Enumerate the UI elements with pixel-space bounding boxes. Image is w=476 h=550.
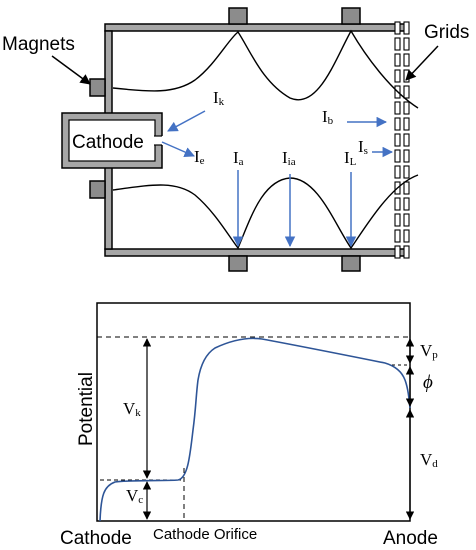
field-line-upper	[112, 29, 419, 109]
grid-slat-accel-8	[403, 149, 410, 163]
cathode-inner	[68, 119, 156, 162]
y-axis-label: Potential	[76, 372, 97, 446]
magnet-top-1	[228, 7, 248, 25]
magnet-bottom-2	[341, 255, 361, 272]
potential-curve	[99, 337, 411, 522]
magnet-top-2	[341, 7, 361, 25]
grid-slat-screen-5	[394, 101, 401, 115]
x-label-anode: Anode	[383, 528, 438, 549]
grid-slat-screen-13	[394, 229, 401, 243]
label-iia: Iia	[282, 148, 296, 168]
grids-pointer	[405, 45, 439, 81]
grid-slat-screen-9	[394, 165, 401, 179]
grid-slat-screen-3	[394, 69, 401, 83]
grid-slat-accel-10	[403, 181, 410, 195]
magnet-bottom-1	[228, 255, 248, 272]
label-ie: Ie	[194, 147, 205, 167]
grid-slat-accel-12	[403, 213, 410, 227]
grid-slat-screen-1	[394, 37, 401, 51]
left-wall-lower	[104, 166, 113, 250]
arrow-ik	[167, 110, 206, 132]
grid-slat-screen-0	[394, 21, 401, 35]
potential-plot: Vk Vc Vp ϕ Vd Potential Cathode Cathode …	[60, 302, 438, 549]
x-label-cathode: Cathode	[60, 528, 132, 549]
x-label-orifice: Cathode Orifice	[153, 526, 257, 543]
grid-slat-accel-6	[403, 117, 410, 131]
grid-slat-accel-14	[403, 245, 410, 259]
plot-frame	[96, 302, 411, 522]
thruster-chamber: Cathode Ik Ie Ia Iia IL Ib Is Magnets Gr…	[2, 7, 469, 272]
grid-slat-screen-8	[394, 149, 401, 163]
magnet-left-2	[89, 180, 106, 199]
grid-slat-screen-7	[394, 133, 401, 147]
label-is: Is	[358, 137, 368, 157]
grid-slat-screen-14	[394, 245, 401, 259]
grid-slat-accel-0	[403, 21, 410, 35]
arrow-ie	[161, 141, 195, 158]
label-vk: Vk	[123, 399, 141, 419]
label-ia: Ia	[233, 148, 244, 168]
grid-slat-accel-9	[403, 165, 410, 179]
label-il: IL	[344, 148, 357, 168]
label-ik: Ik	[213, 88, 225, 108]
bottom-wall	[104, 248, 406, 257]
grid-slat-screen-11	[394, 197, 401, 211]
label-phi: ϕ	[423, 372, 433, 393]
label-ib: Ib	[322, 107, 334, 127]
grid-slat-screen-12	[394, 213, 401, 227]
field-line-lower	[112, 174, 419, 250]
magnet-left-1	[89, 78, 106, 97]
magnets-label: Magnets	[2, 34, 75, 55]
top-wall	[104, 23, 406, 32]
grid-slat-accel-5	[403, 101, 410, 115]
grid-slat-screen-2	[394, 53, 401, 67]
grid-slat-accel-4	[403, 85, 410, 99]
grids	[394, 21, 410, 259]
cathode-label: Cathode	[72, 132, 144, 153]
grid-slat-accel-11	[403, 197, 410, 211]
grid-slat-accel-7	[403, 133, 410, 147]
grid-slat-accel-1	[403, 37, 410, 51]
grid-slat-accel-13	[403, 229, 410, 243]
grid-slat-accel-2	[403, 53, 410, 67]
label-vp: Vp	[420, 341, 438, 361]
cathode-orifice-gap	[154, 136, 164, 145]
label-vd: Vd	[420, 450, 438, 470]
magnets-pointer	[51, 55, 91, 85]
left-wall-upper	[104, 30, 113, 120]
label-vc: Vc	[126, 486, 143, 506]
grids-label: Grids	[424, 22, 469, 43]
grid-slat-screen-6	[394, 117, 401, 131]
